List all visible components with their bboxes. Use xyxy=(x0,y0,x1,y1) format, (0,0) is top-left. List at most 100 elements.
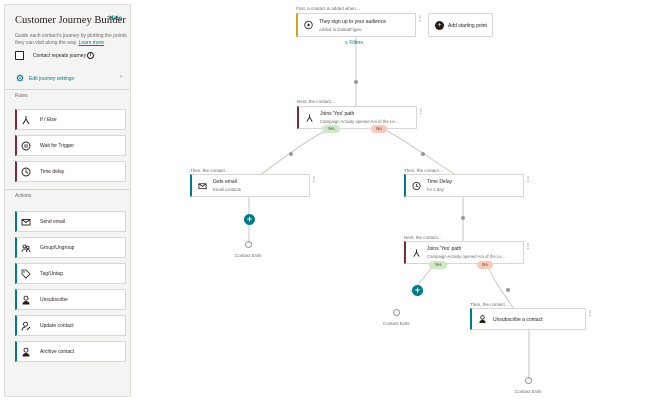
rule2-title: Joins 'Yes' path xyxy=(427,246,462,252)
rule-tile-label: If / Else xyxy=(40,117,57,123)
divider xyxy=(5,189,130,190)
action-tile-group-ungroup[interactable]: Group/Ungroup xyxy=(15,237,126,258)
filters-label: Filters xyxy=(349,40,363,46)
yes-pill: Yes xyxy=(322,125,340,133)
pause-icon xyxy=(21,141,31,151)
rule1-title: Joins 'Yes' path xyxy=(320,111,355,117)
contact-repeats-label: Contact repeats journey xyxy=(33,53,87,59)
action-tile-label: Unsubscribe xyxy=(40,297,68,303)
yes-pill: Yes xyxy=(429,261,447,269)
next-caption-1: Next, the contact… xyxy=(297,99,336,104)
action-tile-label: Tag/Untag xyxy=(40,271,63,277)
contact-exits-label: Contact Exits xyxy=(235,253,262,258)
time-delay-card[interactable]: Time Delay for 1 day ⋮ xyxy=(404,174,531,197)
person-icon xyxy=(22,295,30,305)
rule-tile-if-else[interactable]: If / Else xyxy=(15,109,126,130)
connector-dot xyxy=(506,288,510,292)
plus-icon: + xyxy=(435,21,444,30)
connector-dot xyxy=(289,152,293,156)
action-tile-tag-untag[interactable]: Tag/Untag xyxy=(15,263,126,284)
more-options-icon[interactable]: ⋮ xyxy=(525,177,531,183)
chevron-right-icon[interactable]: › xyxy=(120,74,122,80)
action-tile-label: Archive contact xyxy=(40,349,75,355)
rule1-subtitle: Campaign Activity opened Ani of the Le..… xyxy=(320,119,399,124)
no-pill: No xyxy=(477,261,493,269)
journey-canvas: First, a contact is added when… They sig… xyxy=(131,0,645,401)
tag-icon xyxy=(21,269,31,279)
rules-heading: Rules xyxy=(15,93,28,99)
more-options-icon[interactable]: ⋮ xyxy=(417,16,423,22)
play-icon xyxy=(304,20,313,30)
then-caption-right: Then, the contact… xyxy=(404,168,444,173)
clock-icon xyxy=(412,181,421,190)
add-starting-point-label: Add starting point xyxy=(448,23,487,29)
more-options-icon[interactable]: ⋮ xyxy=(311,177,317,183)
trigger-subtitle: Added to Dalto&Figaro xyxy=(319,27,363,32)
person-edit-icon xyxy=(21,321,31,331)
learn-more-link[interactable]: Learn more xyxy=(78,39,105,46)
envelope-icon xyxy=(21,219,31,226)
connector-dot xyxy=(421,152,425,156)
split-icon xyxy=(306,113,313,122)
contact-exits-label: Contact Exits xyxy=(383,321,410,326)
connector-dot xyxy=(354,80,358,84)
more-options-icon[interactable]: ⋮ xyxy=(525,244,531,250)
more-options-icon[interactable]: ⋮ xyxy=(418,109,424,115)
unsubscribe-title: Unsubscribe a contact xyxy=(493,317,543,323)
divider xyxy=(5,89,130,90)
group-icon xyxy=(21,244,31,253)
gets-email-title: Gets email xyxy=(213,179,237,185)
trigger-title: They sign up to your audience xyxy=(319,19,386,25)
action-tile-send-email[interactable]: Send email xyxy=(15,211,126,232)
envelope-icon xyxy=(198,182,207,189)
action-tile-label: Group/Ungroup xyxy=(40,245,75,251)
sidebar-title: Customer Journey Builder xyxy=(15,15,126,26)
info-icon[interactable]: i xyxy=(87,52,94,59)
action-tile-update-contact[interactable]: Update contact xyxy=(15,315,126,336)
rule-tile-wait-for-trigger[interactable]: Wait for Trigger xyxy=(15,135,126,156)
time-delay-title: Time Delay xyxy=(427,179,453,185)
rule-tile-label: Time delay xyxy=(40,169,65,175)
add-starting-point-button[interactable]: + Add starting point xyxy=(428,13,493,37)
start-caption: First, a contact is added when… xyxy=(296,6,361,11)
person-icon xyxy=(479,315,486,324)
trigger-card[interactable]: They sign up to your audience Added to D… xyxy=(296,13,423,37)
clock-icon xyxy=(21,167,31,177)
hide-sidebar-link[interactable]: Hide xyxy=(108,16,122,22)
add-step-button[interactable]: + xyxy=(412,285,423,296)
action-tile-label: Update contact xyxy=(40,323,74,329)
filters-link[interactable]: ≡ Filters xyxy=(345,40,363,46)
if-else-card-1[interactable]: Joins 'Yes' path Campaign Activity opene… xyxy=(297,106,424,129)
action-tile-archive-contact[interactable]: Archive contact xyxy=(15,341,126,362)
if-else-card-2[interactable]: Joins 'Yes' path Campaign Activity opene… xyxy=(404,241,531,264)
time-delay-subtitle: for 1 day xyxy=(427,187,444,192)
split-icon xyxy=(22,116,30,125)
split-icon xyxy=(413,248,420,257)
sidebar-description: Guide each contact's journey by plotting… xyxy=(15,33,127,46)
unsubscribe-card[interactable]: Unsubscribe a contact ⋮ xyxy=(470,308,593,330)
rule-tile-time-delay[interactable]: Time delay xyxy=(15,161,126,182)
add-step-button[interactable]: + xyxy=(244,214,255,225)
contact-exits-label: Contact Exits xyxy=(515,389,542,394)
actions-heading: Actions xyxy=(15,193,32,199)
gets-email-card[interactable]: Gets email Email contacts ⋮ xyxy=(190,174,317,197)
next-caption-2: Next, the contact… xyxy=(404,235,443,240)
more-options-icon[interactable]: ⋮ xyxy=(587,311,593,317)
gear-icon xyxy=(16,74,24,82)
connector-dot xyxy=(461,216,465,220)
contact-repeats-checkbox[interactable] xyxy=(15,51,24,60)
connector-lines xyxy=(248,37,530,380)
person-archive-icon xyxy=(22,347,30,357)
then-caption-3: Then, the contact… xyxy=(470,302,510,307)
then-caption-left: Then, the contact… xyxy=(190,168,230,173)
action-tile-unsubscribe[interactable]: Unsubscribe xyxy=(15,289,126,310)
rule2-subtitle: Campaign Activity opened Ani of the Le..… xyxy=(427,254,506,259)
no-pill: No xyxy=(371,125,387,133)
gets-email-subtitle: Email contacts xyxy=(213,187,241,192)
journey-sidebar: Customer Journey Builder Hide Guide each… xyxy=(4,4,131,397)
sidebar-description-text: Guide each contact's journey by plotting… xyxy=(15,33,127,46)
check-circle-icon xyxy=(245,241,252,248)
check-circle-icon xyxy=(393,309,400,316)
edit-journey-settings-link[interactable]: Edit journey settings xyxy=(29,76,75,82)
rule-tile-label: Wait for Trigger xyxy=(40,143,74,149)
